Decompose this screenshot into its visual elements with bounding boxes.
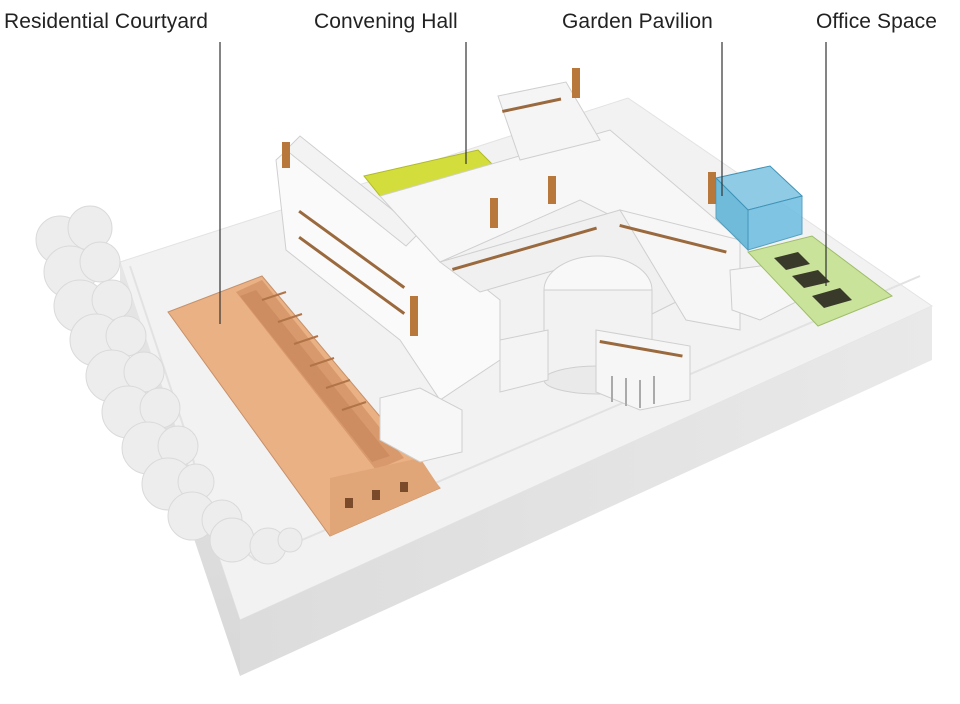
- window-bands: [298, 97, 727, 358]
- label-convening-hall: Convening Hall: [314, 10, 458, 33]
- tree-cluster-icon: [35, 205, 303, 565]
- garden-pavilion-zone: [715, 165, 804, 252]
- label-office-space: Office Space: [816, 10, 938, 33]
- label-residential-courtyard: Residential Courtyard: [4, 10, 209, 33]
- main-building: [275, 81, 801, 463]
- base-side-right: [240, 306, 932, 676]
- chimneys: [282, 68, 716, 336]
- leader-lines: [219, 42, 827, 324]
- office-space-zone: [747, 235, 894, 327]
- label-garden-pavilion: Garden Pavilion: [562, 10, 713, 33]
- residential-courtyard-zone: [167, 275, 441, 537]
